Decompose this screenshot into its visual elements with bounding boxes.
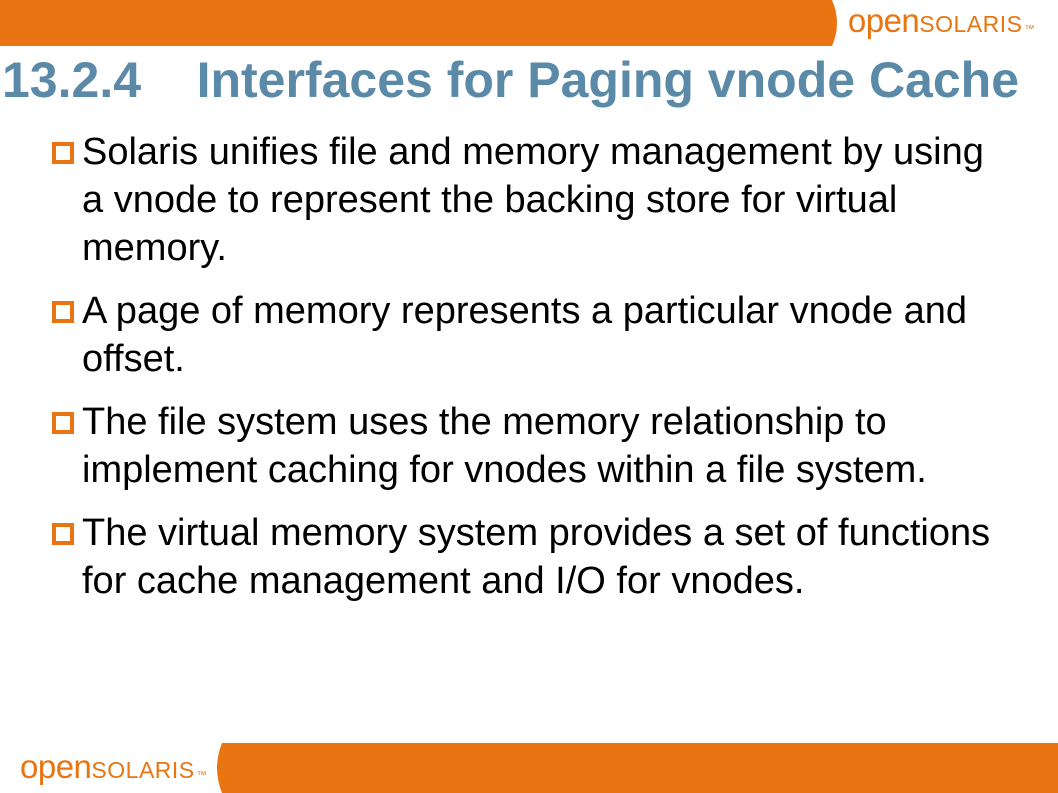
logo-trademark: ™ (1024, 24, 1035, 35)
bullet-item: The file system uses the memory relation… (52, 398, 1012, 494)
top-orange-band (0, 0, 837, 46)
bullet-list: Solaris unifies file and memory manageme… (52, 128, 1012, 620)
bullet-text: The file system uses the memory relation… (82, 401, 927, 491)
bullet-item: The virtual memory system provides a set… (52, 509, 1012, 605)
logo-open-text: open (20, 748, 92, 785)
square-bullet-icon (52, 301, 74, 323)
logo-open-text: open (847, 2, 920, 39)
square-bullet-icon (52, 412, 74, 434)
slide-title: 13.2.4 Interfaces for Paging vnode Cache (2, 52, 1020, 108)
bullet-text: The virtual memory system provides a set… (82, 512, 991, 602)
logo-trademark: ™ (196, 770, 207, 781)
bullet-text: A page of memory represents a particular… (82, 290, 968, 380)
logo-solaris-text: solaris (919, 2, 1023, 39)
square-bullet-icon (52, 142, 74, 164)
bullet-item: Solaris unifies file and memory manageme… (52, 128, 1012, 272)
logo-solaris-text: solaris (91, 748, 195, 785)
bullet-text: Solaris unifies file and memory manageme… (82, 131, 984, 269)
bottom-orange-band (217, 743, 1058, 793)
square-bullet-icon (52, 523, 74, 545)
bullet-item: A page of memory represents a particular… (52, 287, 1012, 383)
